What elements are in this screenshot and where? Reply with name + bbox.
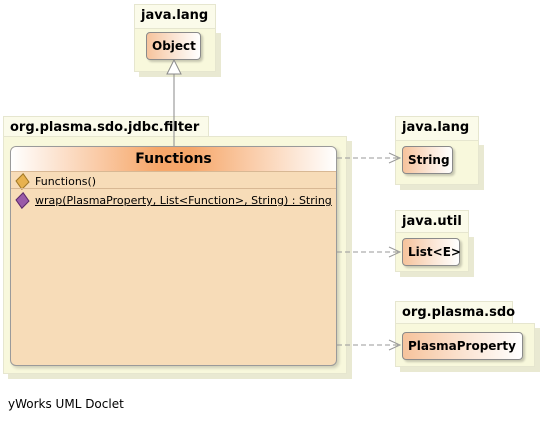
constructor-label: Functions() <box>35 175 97 188</box>
constructor-functions[interactable]: Functions() <box>15 172 97 190</box>
dependency-edge-list <box>337 246 402 258</box>
method-wrap[interactable]: wrap(PlasmaProperty, List<Function>, Str… <box>15 191 332 209</box>
generalization-edge <box>166 58 182 146</box>
package-name: java.lang <box>134 4 216 28</box>
class-list[interactable]: List<E> <box>402 238 461 266</box>
package-name: org.plasma.sdo <box>395 301 515 325</box>
class-name: Functions <box>11 147 336 172</box>
class-functions[interactable]: Functions Functions() wrap(PlasmaPropert… <box>10 146 337 366</box>
dependency-edge-string <box>337 152 402 164</box>
package-name: java.lang <box>395 116 479 140</box>
inheritance-arrowhead <box>166 58 182 75</box>
member-separator <box>11 188 336 189</box>
class-plasma-property[interactable]: PlasmaProperty <box>402 332 523 360</box>
package-name: java.util <box>395 210 469 234</box>
class-object[interactable]: Object <box>146 32 201 60</box>
dependency-edge-plasma-property <box>337 339 402 351</box>
footer-credit: yWorks UML Doclet <box>8 397 124 411</box>
class-string[interactable]: String <box>402 146 453 174</box>
method-label: wrap(PlasmaProperty, List<Function>, Str… <box>35 194 332 207</box>
